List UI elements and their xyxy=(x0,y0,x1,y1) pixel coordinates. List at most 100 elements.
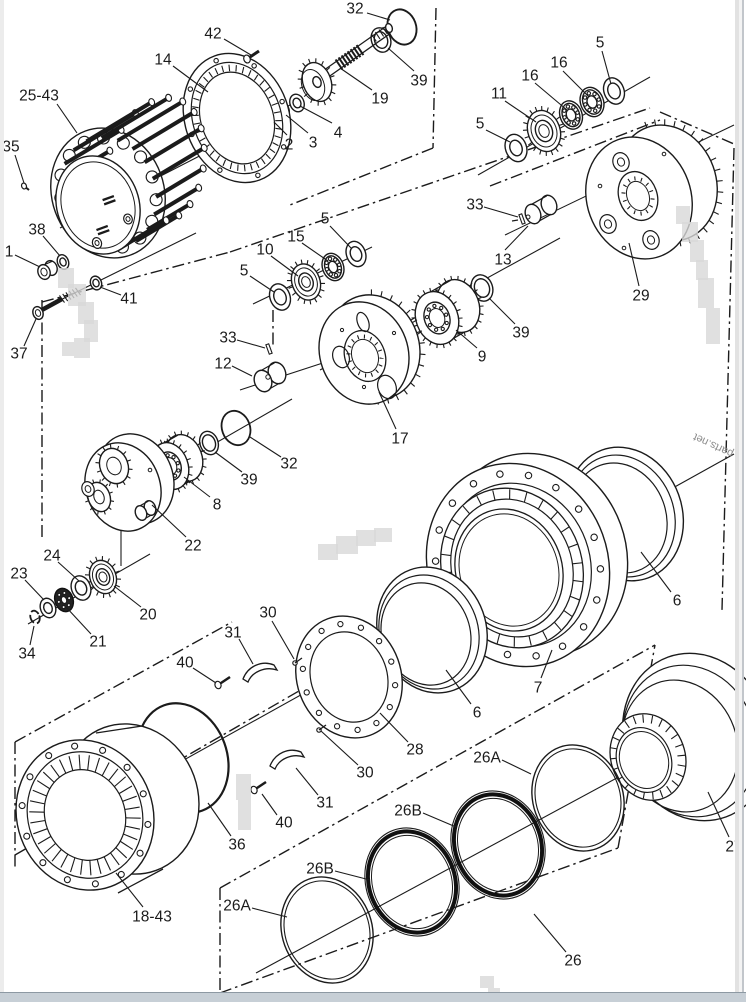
leader-line xyxy=(192,667,217,684)
part-label-16-12: 16 xyxy=(521,68,538,85)
bottom-bar-edge xyxy=(0,992,746,994)
part-label-15-23: 15 xyxy=(287,229,304,246)
leader-line xyxy=(378,391,397,430)
part-label-26B-52: 26B xyxy=(306,861,334,878)
leader-line xyxy=(301,242,329,262)
part-label-28-45: 28 xyxy=(406,742,423,759)
leader-line xyxy=(455,329,478,349)
leader-line xyxy=(504,100,537,123)
part-label-39-5: 39 xyxy=(410,73,427,90)
ring-gear-18-43 xyxy=(15,723,200,894)
leader-line xyxy=(285,114,309,134)
leader-line xyxy=(151,504,187,538)
part-shapes xyxy=(15,8,746,984)
right-window-border xyxy=(735,0,739,1002)
leader-line xyxy=(214,451,243,473)
part-label-42-0: 42 xyxy=(204,26,221,43)
leader-line xyxy=(640,551,672,593)
leader-line xyxy=(271,620,295,660)
leader-line xyxy=(231,365,253,377)
leader-line xyxy=(540,649,553,679)
watermark-blurs xyxy=(58,206,720,1000)
planet-carrier-17 xyxy=(318,289,426,405)
clamp-31 xyxy=(242,662,279,683)
part-label-26A-51: 26A xyxy=(223,898,251,915)
leader-line xyxy=(42,235,61,257)
leader-line xyxy=(251,907,288,918)
leader-line xyxy=(485,129,511,143)
part-label-34-39: 34 xyxy=(18,646,36,663)
part-label-39-28: 39 xyxy=(512,325,529,342)
part-label-32-4: 32 xyxy=(346,1,363,18)
part-label-26A-54: 26A xyxy=(473,750,501,767)
leader-line xyxy=(56,103,78,134)
part-label-9-29: 9 xyxy=(478,349,487,366)
right-window-border-line xyxy=(742,0,744,1002)
leader-line xyxy=(29,625,35,646)
leader-line xyxy=(57,561,80,582)
part-label-5-25: 5 xyxy=(240,263,249,280)
part-label-1-19: 1 xyxy=(5,244,14,261)
part-label-25-43-2: 25-43 xyxy=(19,88,59,105)
part-label-26B-53: 26B xyxy=(394,803,422,820)
part-label-17-30: 17 xyxy=(391,431,408,448)
part-label-13-16: 13 xyxy=(494,252,511,269)
part-label-41-20: 41 xyxy=(120,291,137,308)
part-label-32-31: 32 xyxy=(280,456,297,473)
leader-line xyxy=(183,476,211,498)
leader-line xyxy=(445,669,472,705)
leader-line xyxy=(172,65,209,93)
leader-line xyxy=(249,275,275,293)
leader-line xyxy=(65,606,92,635)
retainer-flange-28 xyxy=(295,615,403,739)
ring-gear-14 xyxy=(182,52,292,184)
part-label-6-43: 6 xyxy=(673,593,682,610)
leader-line xyxy=(534,82,568,111)
part-label-29-17: 29 xyxy=(632,288,649,305)
part-label-19-6: 19 xyxy=(371,91,388,108)
leader-line xyxy=(387,47,415,72)
part-label-33-15: 33 xyxy=(466,197,483,214)
input-shaft-19 xyxy=(297,22,394,106)
leader-lines xyxy=(14,12,730,953)
leader-line xyxy=(707,791,730,838)
leader-line xyxy=(238,638,254,665)
part-label-11-13: 11 xyxy=(491,86,507,103)
leader-line xyxy=(23,318,37,347)
leader-line xyxy=(628,242,640,287)
part-label-24-35: 24 xyxy=(43,548,61,565)
leader-line xyxy=(14,254,41,268)
leader-line xyxy=(115,872,144,908)
planet-carrier-22 xyxy=(81,433,175,532)
leader-line xyxy=(24,579,45,601)
leader-line xyxy=(601,50,612,85)
leader-line xyxy=(533,913,567,953)
part-label-18-43-50: 18-43 xyxy=(132,909,172,926)
bottom-window-bar[interactable] xyxy=(0,993,746,1002)
leader-line xyxy=(422,812,457,828)
left-window-border xyxy=(0,0,4,1002)
part-label-5-22: 5 xyxy=(321,211,330,228)
part-label-3-8: 3 xyxy=(309,135,318,152)
leader-line xyxy=(334,870,371,881)
leader-line xyxy=(236,339,266,349)
part-label-36-49: 36 xyxy=(228,837,245,854)
part-label-40-42: 40 xyxy=(176,655,194,672)
part-label-2-7: 2 xyxy=(285,137,294,154)
part-label-10-24: 10 xyxy=(256,242,274,259)
part-label-4-9: 4 xyxy=(334,125,343,142)
part-label-7-44: 7 xyxy=(534,680,543,697)
part-label-14-1: 14 xyxy=(154,52,172,69)
part-label-16-11: 16 xyxy=(550,55,567,72)
leader-line xyxy=(366,12,391,21)
part-label-26-55: 26 xyxy=(564,953,581,970)
leader-line xyxy=(99,286,122,296)
leader-line xyxy=(329,225,352,249)
leader-line xyxy=(113,585,142,608)
wheel-hub-25-43 xyxy=(50,93,208,259)
leader-line xyxy=(339,67,373,91)
leader-line xyxy=(273,121,288,136)
bearing-hub-27 xyxy=(609,652,746,822)
